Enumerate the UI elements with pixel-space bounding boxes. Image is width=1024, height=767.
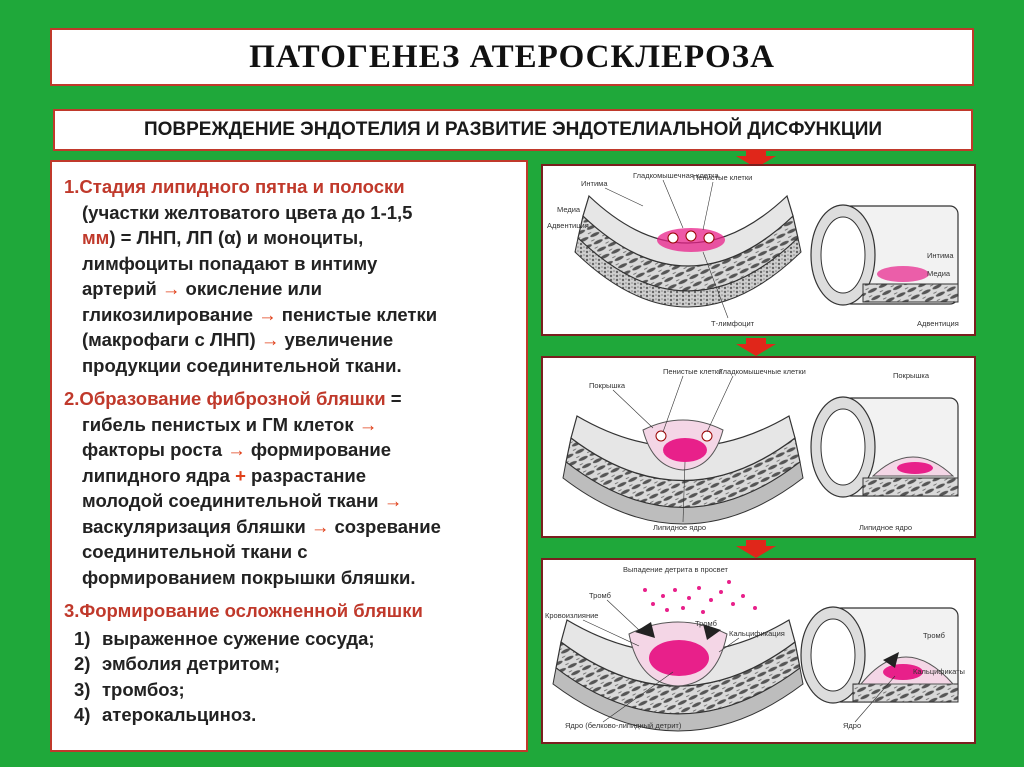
label-detritus: Выпадение детрита в просвет	[623, 565, 729, 574]
diagram-panel-stage2: Покрышка Пенистые клетки Гладкомышечные …	[541, 356, 976, 538]
page-subtitle: ПОВРЕЖДЕНИЕ ЭНДОТЕЛИЯ И РАЗВИТИЕ ЭНДОТЕЛ…	[143, 119, 883, 140]
list-item: 2)эмболия детритом;	[74, 653, 280, 675]
stage2-paragraph: 2.Образование фиброзной бляшки = гибель …	[64, 388, 441, 588]
label-calcifications: Кальцификаты	[913, 667, 965, 676]
label-cap: Покрышка	[589, 381, 626, 390]
stage3-paragraph: 3.Формирование осложненной бляшки	[64, 598, 518, 624]
arrow-icon: →	[310, 515, 330, 537]
arrow-icon: →	[260, 329, 280, 350]
label-adventitia-2: Адвентиция	[917, 319, 959, 328]
label-lipid-core: Липидное ядро	[653, 523, 706, 532]
label-core-detritus: Ядро (белково-липидный детрит)	[565, 721, 682, 730]
arrow-icon: →	[383, 490, 403, 511]
label-cap-2: Покрышка	[893, 371, 930, 380]
list-item: 1)выраженное сужение сосуда;	[74, 627, 375, 649]
page-title: ПАТОГЕНЕЗ АТЕРОСКЛЕРОЗА	[249, 38, 775, 75]
label-thrombus-2: Тромб	[695, 619, 717, 628]
title-box: ПАТОГЕНЕЗ АТЕРОСКЛЕРОЗА	[50, 28, 974, 86]
stage2-heading: 2.Образование фиброзной бляшки	[64, 388, 386, 409]
label-thrombus-3: Тромб	[923, 631, 945, 640]
vessel-diagram-stage2: Покрышка Пенистые клетки Гладкомышечные …	[562, 367, 959, 532]
stage1-paragraph: 1.Стадия липидного пятна и полоски (учас…	[64, 176, 438, 376]
text-panel: 1.Стадия липидного пятна и полоски (учас…	[50, 160, 528, 752]
label-hemorrhage: Кровоизлияние	[545, 611, 598, 620]
subtitle-box: ПОВРЕЖДЕНИЕ ЭНДОТЕЛИЯ И РАЗВИТИЕ ЭНДОТЕЛ…	[53, 109, 973, 151]
label-media-2: Медиа	[927, 269, 951, 278]
label-calcification: Кальцификация	[729, 629, 785, 638]
label-foam-cells: Пенистые клетки	[693, 173, 752, 182]
label-core: Ядро	[843, 721, 861, 730]
label-foam-cells: Пенистые клетки	[663, 367, 722, 376]
stage3-heading: 3.Формирование осложненной бляшки	[64, 600, 423, 621]
arrow-icon: →	[227, 439, 246, 460]
label-intima: Интима	[581, 179, 608, 188]
plus-icon: +	[235, 464, 246, 486]
arrow-icon: →	[258, 303, 277, 325]
label-media: Медиа	[557, 205, 581, 214]
complications-list: 1)выраженное сужение сосуда; 2)эмболия д…	[64, 626, 518, 728]
down-arrow-icon	[736, 338, 776, 356]
list-item: 4)атерокальциноз.	[74, 704, 257, 726]
diagram-panel-stage3: Выпадение детрита в просвет Тромб Кровои…	[541, 558, 976, 744]
label-adventitia: Адвентиция	[547, 221, 589, 230]
arrow-icon: →	[358, 413, 378, 435]
label-thrombus: Тромб	[589, 591, 611, 600]
label-lipid-core-2: Липидное ядро	[859, 523, 912, 532]
diagram-panel-stage1: Интима Гладкомышечная клетка Пенистые кл…	[541, 164, 976, 336]
label-smooth-muscle-cells: Гладкомышечные клетки	[719, 367, 806, 376]
vessel-diagram-stage1: Интима Гладкомышечная клетка Пенистые кл…	[547, 171, 959, 328]
arrow-icon: →	[161, 278, 181, 299]
down-arrow-icon	[736, 150, 776, 168]
label-smooth-muscle: Гладкомышечная клетка	[633, 171, 719, 180]
list-item: 3)тромбоз;	[74, 678, 185, 700]
label-intima-2: Интима	[927, 251, 954, 260]
label-t-lymphocyte: Т-лимфоцит	[711, 319, 755, 328]
vessel-diagram-stage3: Выпадение детрита в просвет Тромб Кровои…	[545, 565, 965, 732]
stage1-heading: 1.Стадия липидного пятна и полоски	[64, 176, 405, 197]
down-arrow-icon	[736, 540, 776, 558]
